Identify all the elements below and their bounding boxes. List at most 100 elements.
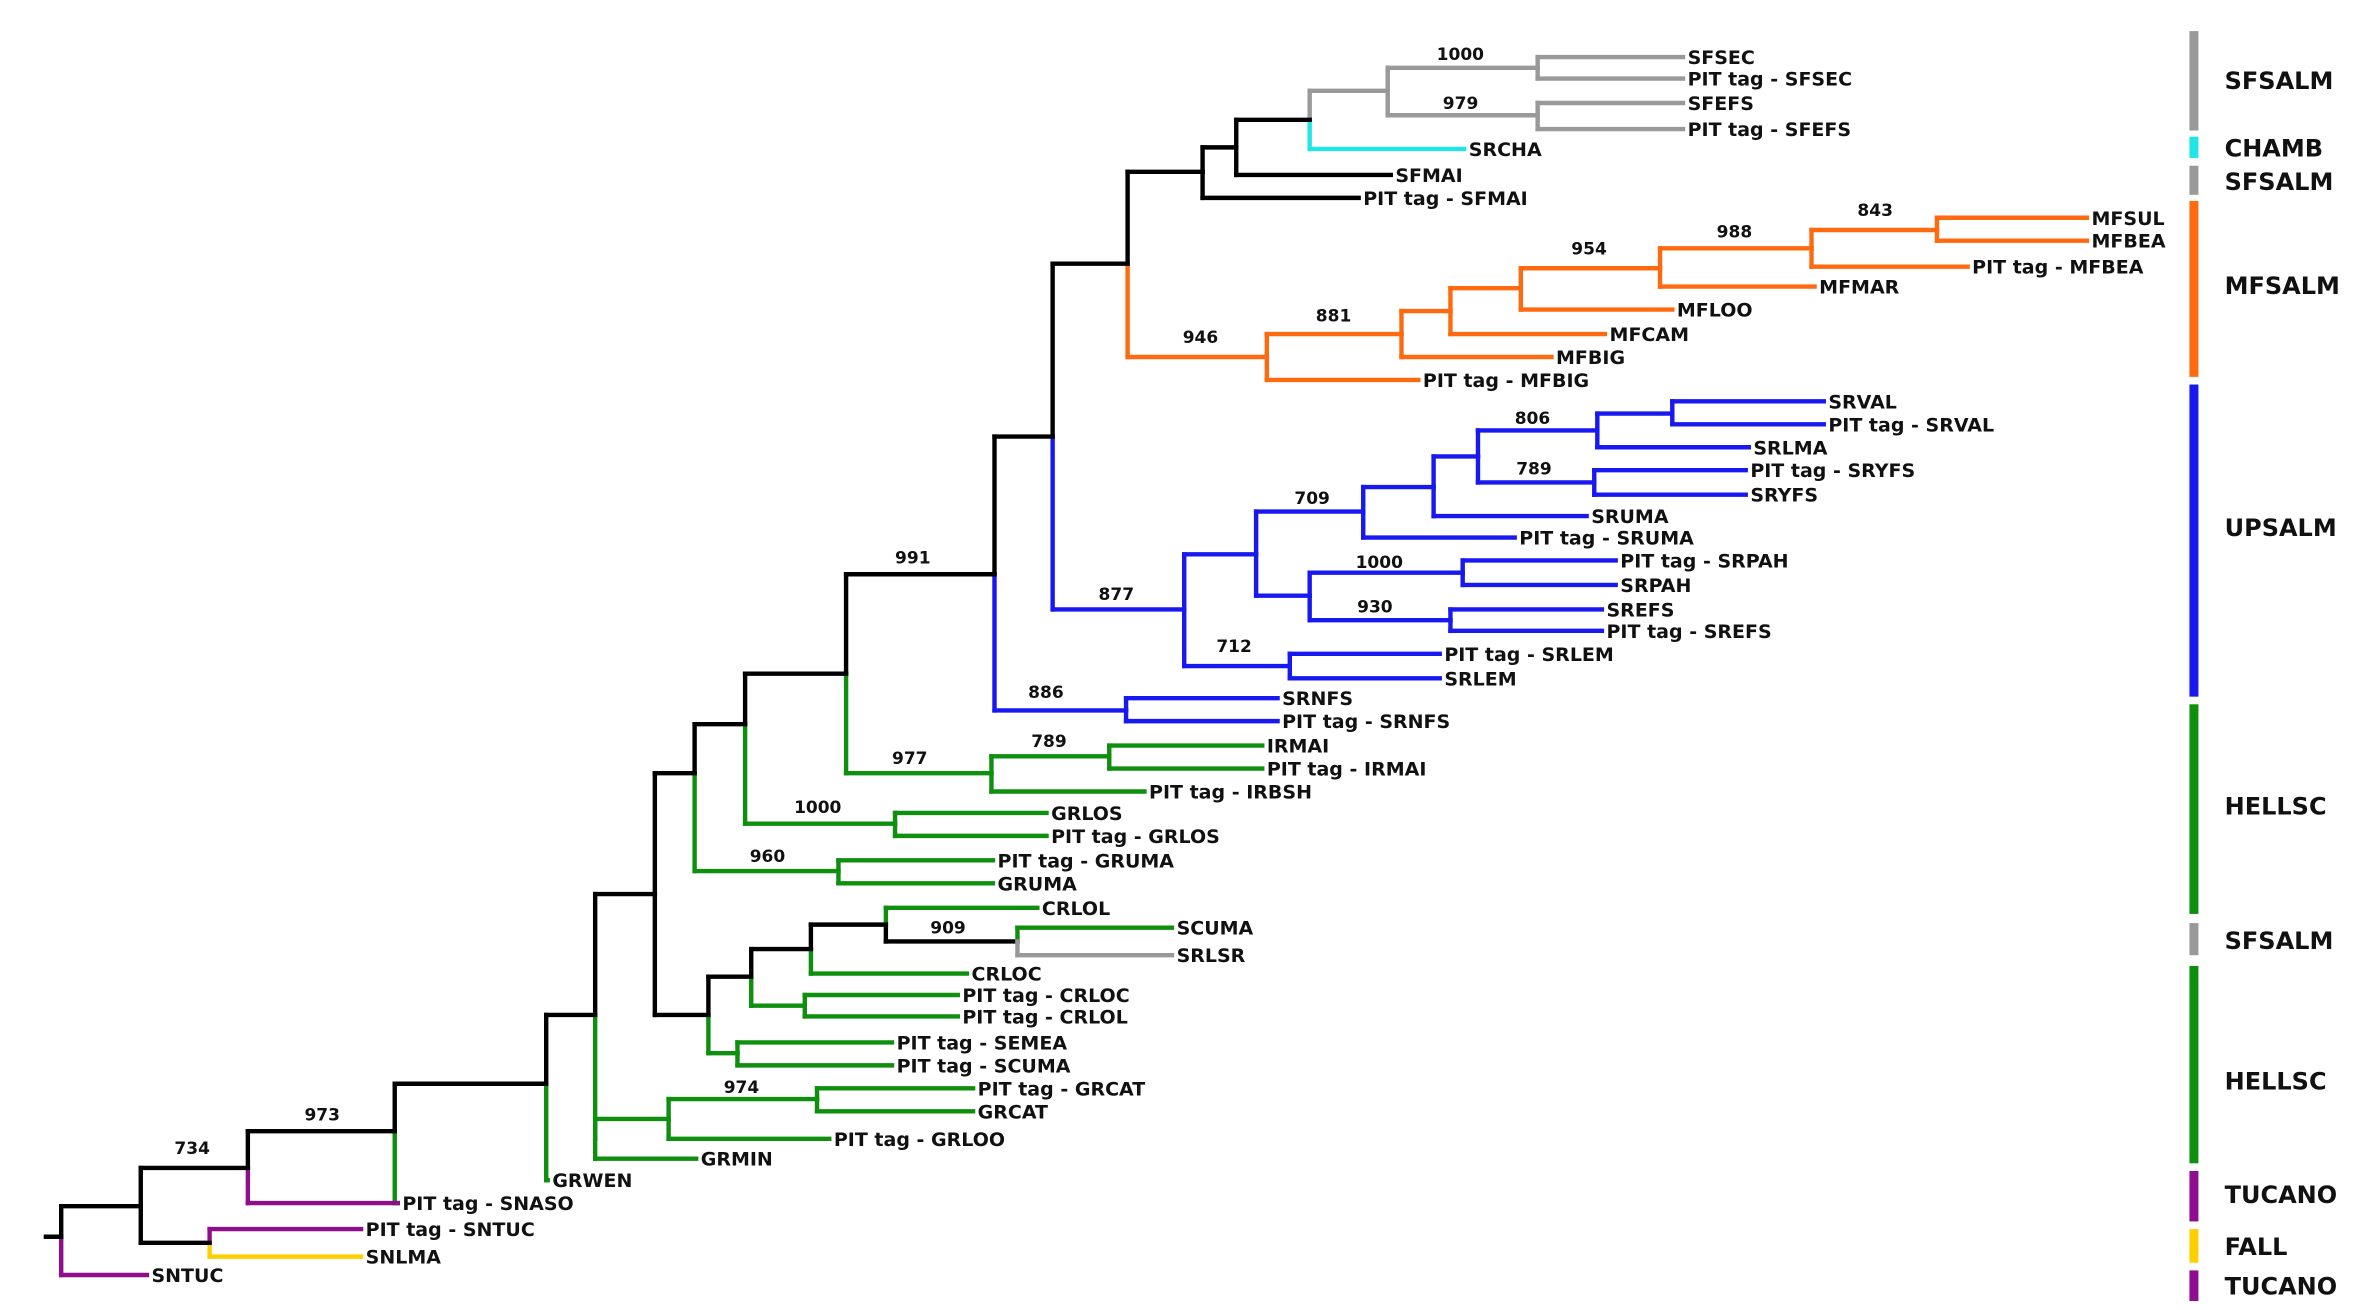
group-bars — [2189, 31, 2199, 1301]
leaf-label: GRCAT — [978, 1101, 1048, 1123]
leaf-label: GRUMA — [998, 873, 1078, 895]
leaf-label: PIT tag - SFSEC — [1688, 69, 1852, 91]
leaf-label: GRMIN — [701, 1149, 773, 1171]
group-label: SFSALM — [2225, 927, 2334, 955]
bootstrap-value: 806 — [1515, 409, 1551, 429]
bootstrap-value: 1000 — [794, 798, 841, 818]
leaf-label: SRUMA — [1591, 506, 1669, 528]
leaf-label: PIT tag - GRCAT — [978, 1078, 1146, 1100]
leaf-label: PIT tag - CRLOL — [962, 1006, 1127, 1028]
bootstrap-value: 886 — [1028, 683, 1064, 703]
leaf-label: SRPAH — [1620, 575, 1691, 597]
leaf-label: PIT tag - GRLOO — [834, 1129, 1005, 1151]
group-label: MFSALM — [2225, 272, 2340, 300]
group-bar — [2189, 200, 2199, 377]
bootstrap-labels: 1000979843988954881946806789709100093071… — [174, 45, 1893, 1159]
leaf-label: PIT tag - IRMAI — [1267, 759, 1427, 781]
leaf-label: SNTUC — [151, 1265, 223, 1287]
bootstrap-value: 988 — [1717, 223, 1753, 243]
leaf-label: MFCAM — [1610, 324, 1689, 346]
leaf-label: PIT tag - IRBSH — [1149, 782, 1312, 804]
group-bar — [2189, 1270, 2199, 1301]
bootstrap-value: 979 — [1443, 94, 1479, 114]
leaf-label: PIT tag - SRNFS — [1282, 711, 1450, 733]
leaf-label: SFMAI — [1395, 165, 1462, 187]
leaf-label: SCUMA — [1177, 918, 1254, 940]
bootstrap-value: 974 — [724, 1078, 760, 1098]
bootstrap-value: 709 — [1294, 489, 1330, 509]
bootstrap-value: 977 — [892, 749, 928, 769]
bootstrap-value: 909 — [930, 919, 966, 939]
leaf-label: PIT tag - CRLOC — [962, 985, 1129, 1007]
leaf-label: PIT tag - SREFS — [1607, 621, 1772, 643]
leaf-label: SRCHA — [1469, 139, 1542, 161]
leaf-label: SRVAL — [1828, 391, 1897, 413]
leaf-label: MFSUL — [2092, 208, 2165, 230]
group-bar — [2189, 1229, 2199, 1263]
group-bar — [2189, 965, 2199, 1164]
group-bar — [2189, 136, 2199, 159]
leaf-label: PIT tag - SFEFS — [1688, 119, 1852, 141]
leaf-label: PIT tag - SRPAH — [1620, 550, 1788, 572]
leaf-label: SRLEM — [1444, 668, 1516, 690]
leaf-label: CRLOL — [1042, 898, 1110, 920]
bootstrap-value: 712 — [1216, 637, 1252, 657]
leaf-label: MFLOO — [1677, 300, 1753, 322]
group-bar — [2189, 704, 2199, 914]
group-bar — [2189, 384, 2199, 697]
bootstrap-value: 973 — [304, 1105, 340, 1125]
leaf-label: PIT tag - SEMEA — [897, 1032, 1068, 1054]
group-label: HELLSC — [2225, 792, 2327, 820]
leaf-label: SNLMA — [366, 1247, 442, 1269]
bootstrap-value: 734 — [174, 1139, 210, 1159]
leaf-label: PIT tag - SRLEM — [1444, 644, 1614, 666]
bootstrap-value: 877 — [1099, 585, 1135, 605]
bootstrap-value: 960 — [750, 847, 786, 867]
bootstrap-value: 1000 — [1356, 553, 1403, 573]
leaf-label: CRLOC — [972, 964, 1042, 986]
tree-branches — [43, 54, 2090, 1278]
leaf-label: PIT tag - GRUMA — [998, 850, 1175, 872]
leaf-label: PIT tag - SNTUC — [366, 1219, 535, 1241]
bootstrap-value: 1000 — [1437, 45, 1484, 65]
group-label: TUCANO — [2225, 1273, 2338, 1301]
leaf-label: SRNFS — [1282, 688, 1353, 710]
bootstrap-value: 991 — [895, 548, 931, 568]
leaf-label: PIT tag - SNASO — [402, 1193, 573, 1215]
leaf-label: MFBIG — [1556, 347, 1625, 369]
bootstrap-value: 789 — [1031, 732, 1067, 752]
group-labels: SFSALMCHAMBSFSALMMFSALMUPSALMHELLSCSFSAL… — [2225, 67, 2340, 1301]
group-label: SFSALM — [2225, 67, 2334, 95]
group-label: FALL — [2225, 1233, 2288, 1261]
leaf-label: SRYFS — [1750, 485, 1818, 507]
leaf-label: PIT tag - GRLOS — [1051, 826, 1220, 848]
group-bar — [2189, 1170, 2199, 1222]
leaf-label: SRLSR — [1177, 945, 1246, 967]
bootstrap-value: 843 — [1857, 201, 1893, 221]
leaf-label: MFBEA — [2092, 231, 2166, 253]
group-label: TUCANO — [2225, 1181, 2338, 1209]
group-bar — [2189, 923, 2199, 956]
leaf-label: GRLOS — [1051, 803, 1123, 825]
leaf-label: PIT tag - SRYFS — [1750, 460, 1915, 482]
leaf-label: IRMAI — [1267, 736, 1329, 758]
group-label: SFSALM — [2225, 168, 2334, 196]
bootstrap-value: 946 — [1183, 328, 1219, 348]
group-bar — [2189, 165, 2199, 195]
leaf-label: SFEFS — [1688, 93, 1754, 115]
leaf-label: PIT tag - MFBIG — [1423, 370, 1589, 392]
bootstrap-value: 881 — [1316, 307, 1352, 327]
leaf-label: MFMAR — [1819, 277, 1899, 299]
leaf-label: PIT tag - SCUMA — [897, 1055, 1071, 1077]
leaf-label: PIT tag - SRUMA — [1519, 528, 1694, 550]
leaf-label: SRLMA — [1753, 437, 1827, 459]
leaf-label: SFSEC — [1688, 47, 1755, 69]
group-label: HELLSC — [2225, 1068, 2327, 1096]
bootstrap-value: 789 — [1516, 460, 1552, 480]
bootstrap-value: 930 — [1357, 597, 1393, 617]
leaf-label: PIT tag - SFMAI — [1363, 188, 1528, 210]
leaf-label: PIT tag - SRVAL — [1828, 414, 1994, 436]
leaf-label: PIT tag - MFBEA — [1972, 257, 2144, 279]
